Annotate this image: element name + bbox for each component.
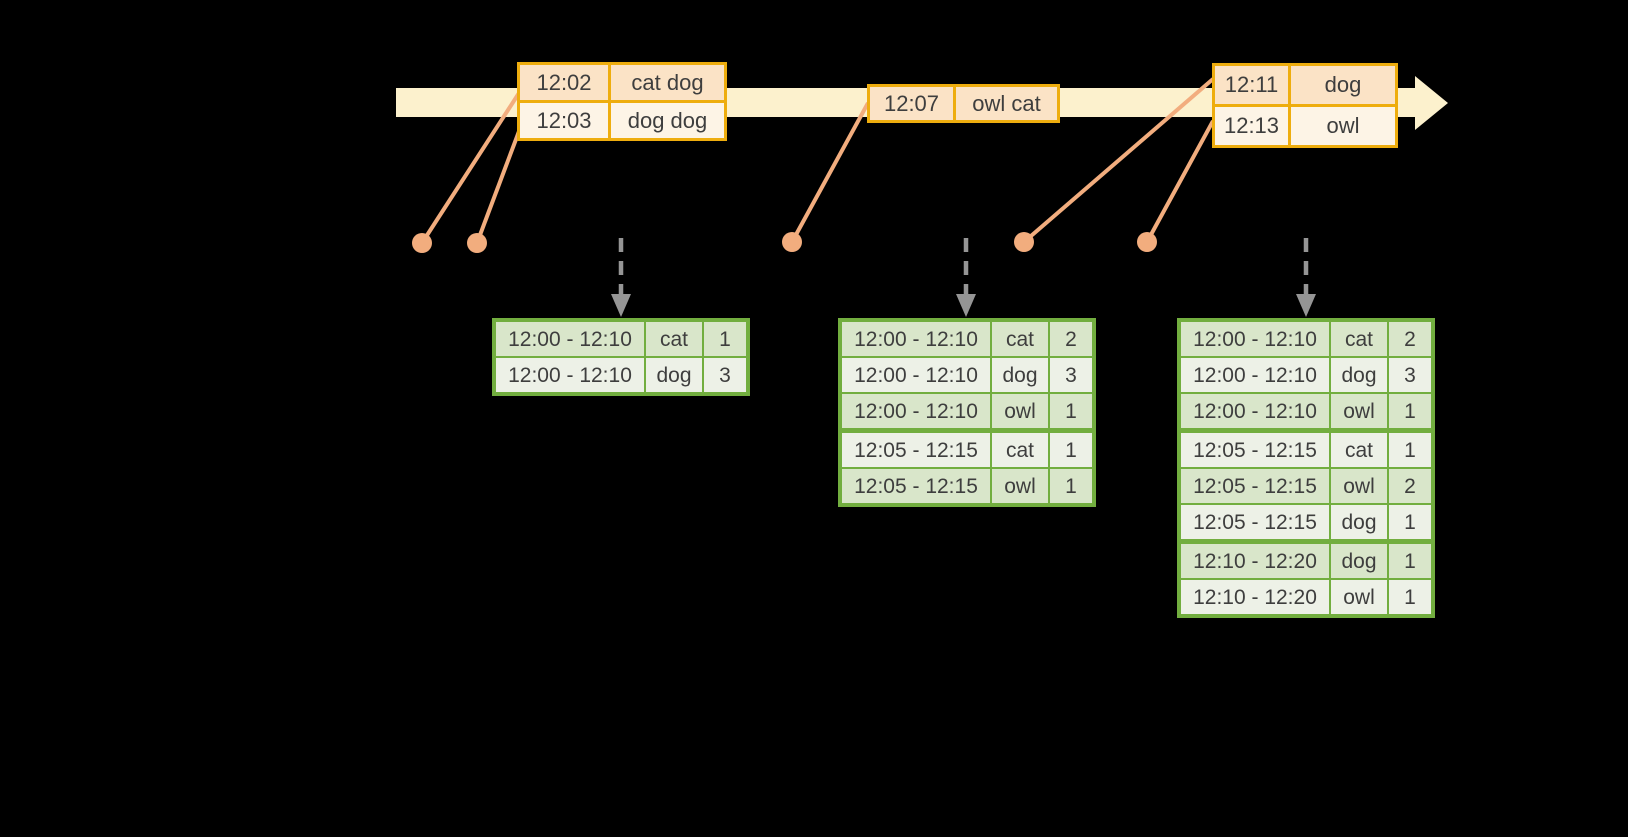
table-row: 12:05 - 12:15 owl 2 <box>1181 469 1431 503</box>
table-row: 12:10 - 12:20 owl 1 <box>1181 580 1431 614</box>
event-time: 12:13 <box>1215 107 1288 145</box>
window-cell: 12:05 - 12:15 <box>842 469 990 503</box>
result-table-1: 12:00 - 12:10 cat 1 12:00 - 12:10 dog 3 <box>492 318 750 396</box>
window-cell: 12:00 - 12:10 <box>842 394 990 428</box>
connector-line <box>420 91 521 245</box>
count-cell: 1 <box>1389 505 1431 539</box>
table-row: 12:00 - 12:10 owl 1 <box>1181 394 1431 428</box>
count-cell: 1 <box>704 322 746 356</box>
table-row: 12:00 - 12:10 dog 3 <box>496 358 746 392</box>
table-row: 12:00 - 12:10 cat 1 <box>496 322 746 356</box>
connector-line <box>1022 77 1215 244</box>
trigger-arrow-icon <box>1296 238 1316 317</box>
event-dot <box>412 233 432 253</box>
event-dot <box>467 233 487 253</box>
event-box-1207: 12:07 owl cat <box>867 84 1060 123</box>
count-cell: 2 <box>1050 322 1092 356</box>
word-cell: owl <box>1331 394 1387 428</box>
word-cell: owl <box>992 469 1048 503</box>
trigger-arrow-icon <box>956 238 976 317</box>
window-cell: 12:10 - 12:20 <box>1181 580 1329 614</box>
table-row: 12:05 - 12:15 owl 1 <box>842 469 1092 503</box>
window-cell: 12:05 - 12:15 <box>1181 505 1329 539</box>
window-cell: 12:05 - 12:15 <box>1181 469 1329 503</box>
count-cell: 1 <box>1389 394 1431 428</box>
word-cell: cat <box>992 322 1048 356</box>
word-cell: dog <box>1331 358 1387 392</box>
table-row: 12:05 - 12:15 cat 1 <box>1181 433 1431 467</box>
result-table-3: 12:00 - 12:10 cat 2 12:00 - 12:10 dog 3 … <box>1177 318 1435 618</box>
table-row: 12:05 - 12:15 cat 1 <box>842 433 1092 467</box>
count-cell: 1 <box>1050 394 1092 428</box>
event-time: 12:07 <box>870 87 953 120</box>
event-time: 12:02 <box>520 65 608 100</box>
result-table-2: 12:00 - 12:10 cat 2 12:00 - 12:10 dog 3 … <box>838 318 1096 507</box>
event-time-arrowhead-icon <box>1415 76 1448 130</box>
word-cell: owl <box>1331 580 1387 614</box>
window-cell: 12:10 - 12:20 <box>1181 544 1329 578</box>
connector-line <box>475 125 523 244</box>
connector-line <box>790 102 870 243</box>
count-cell: 1 <box>1389 580 1431 614</box>
count-cell: 1 <box>1050 433 1092 467</box>
event-time: 12:11 <box>1215 66 1288 104</box>
event-box-1202-1203: 12:02 cat dog 12:03 dog dog <box>517 62 727 141</box>
table-row: 12:10 - 12:20 dog 1 <box>1181 544 1431 578</box>
word-cell: cat <box>646 322 702 356</box>
window-cell: 12:00 - 12:10 <box>1181 358 1329 392</box>
connector-line <box>1145 120 1215 243</box>
window-cell: 12:00 - 12:10 <box>496 322 644 356</box>
table-row: 12:00 - 12:10 dog 3 <box>842 358 1092 392</box>
word-cell: cat <box>1331 322 1387 356</box>
window-cell: 12:00 - 12:10 <box>1181 322 1329 356</box>
trigger-arrow-icon <box>611 238 631 317</box>
count-cell: 2 <box>1389 469 1431 503</box>
window-cell: 12:00 - 12:10 <box>842 322 990 356</box>
count-cell: 3 <box>1050 358 1092 392</box>
event-words: owl cat <box>956 87 1057 120</box>
word-cell: dog <box>646 358 702 392</box>
event-words: owl <box>1291 107 1395 145</box>
table-row: 12:00 - 12:10 dog 3 <box>1181 358 1431 392</box>
window-cell: 12:00 - 12:10 <box>1181 394 1329 428</box>
event-time: 12:03 <box>520 103 608 138</box>
event-dot <box>782 232 802 252</box>
word-cell: dog <box>992 358 1048 392</box>
word-cell: dog <box>1331 544 1387 578</box>
window-cell: 12:00 - 12:10 <box>842 358 990 392</box>
window-cell: 12:05 - 12:15 <box>1181 433 1329 467</box>
count-cell: 1 <box>1389 544 1431 578</box>
event-box-1211-1213: 12:11 dog 12:13 owl <box>1212 63 1398 148</box>
table-row: 12:00 - 12:10 owl 1 <box>842 394 1092 428</box>
word-cell: dog <box>1331 505 1387 539</box>
event-dot <box>1137 232 1157 252</box>
count-cell: 2 <box>1389 322 1431 356</box>
table-row: 12:00 - 12:10 cat 2 <box>842 322 1092 356</box>
count-cell: 3 <box>1389 358 1431 392</box>
word-cell: cat <box>1331 433 1387 467</box>
window-cell: 12:00 - 12:10 <box>496 358 644 392</box>
word-cell: owl <box>992 394 1048 428</box>
event-words: dog dog <box>611 103 724 138</box>
window-cell: 12:05 - 12:15 <box>842 433 990 467</box>
count-cell: 1 <box>1389 433 1431 467</box>
count-cell: 3 <box>704 358 746 392</box>
word-cell: owl <box>1331 469 1387 503</box>
event-dot <box>1014 232 1034 252</box>
count-cell: 1 <box>1050 469 1092 503</box>
event-words: cat dog <box>611 65 724 100</box>
event-words: dog <box>1291 66 1395 104</box>
table-row: 12:05 - 12:15 dog 1 <box>1181 505 1431 539</box>
word-cell: cat <box>992 433 1048 467</box>
table-row: 12:00 - 12:10 cat 2 <box>1181 322 1431 356</box>
